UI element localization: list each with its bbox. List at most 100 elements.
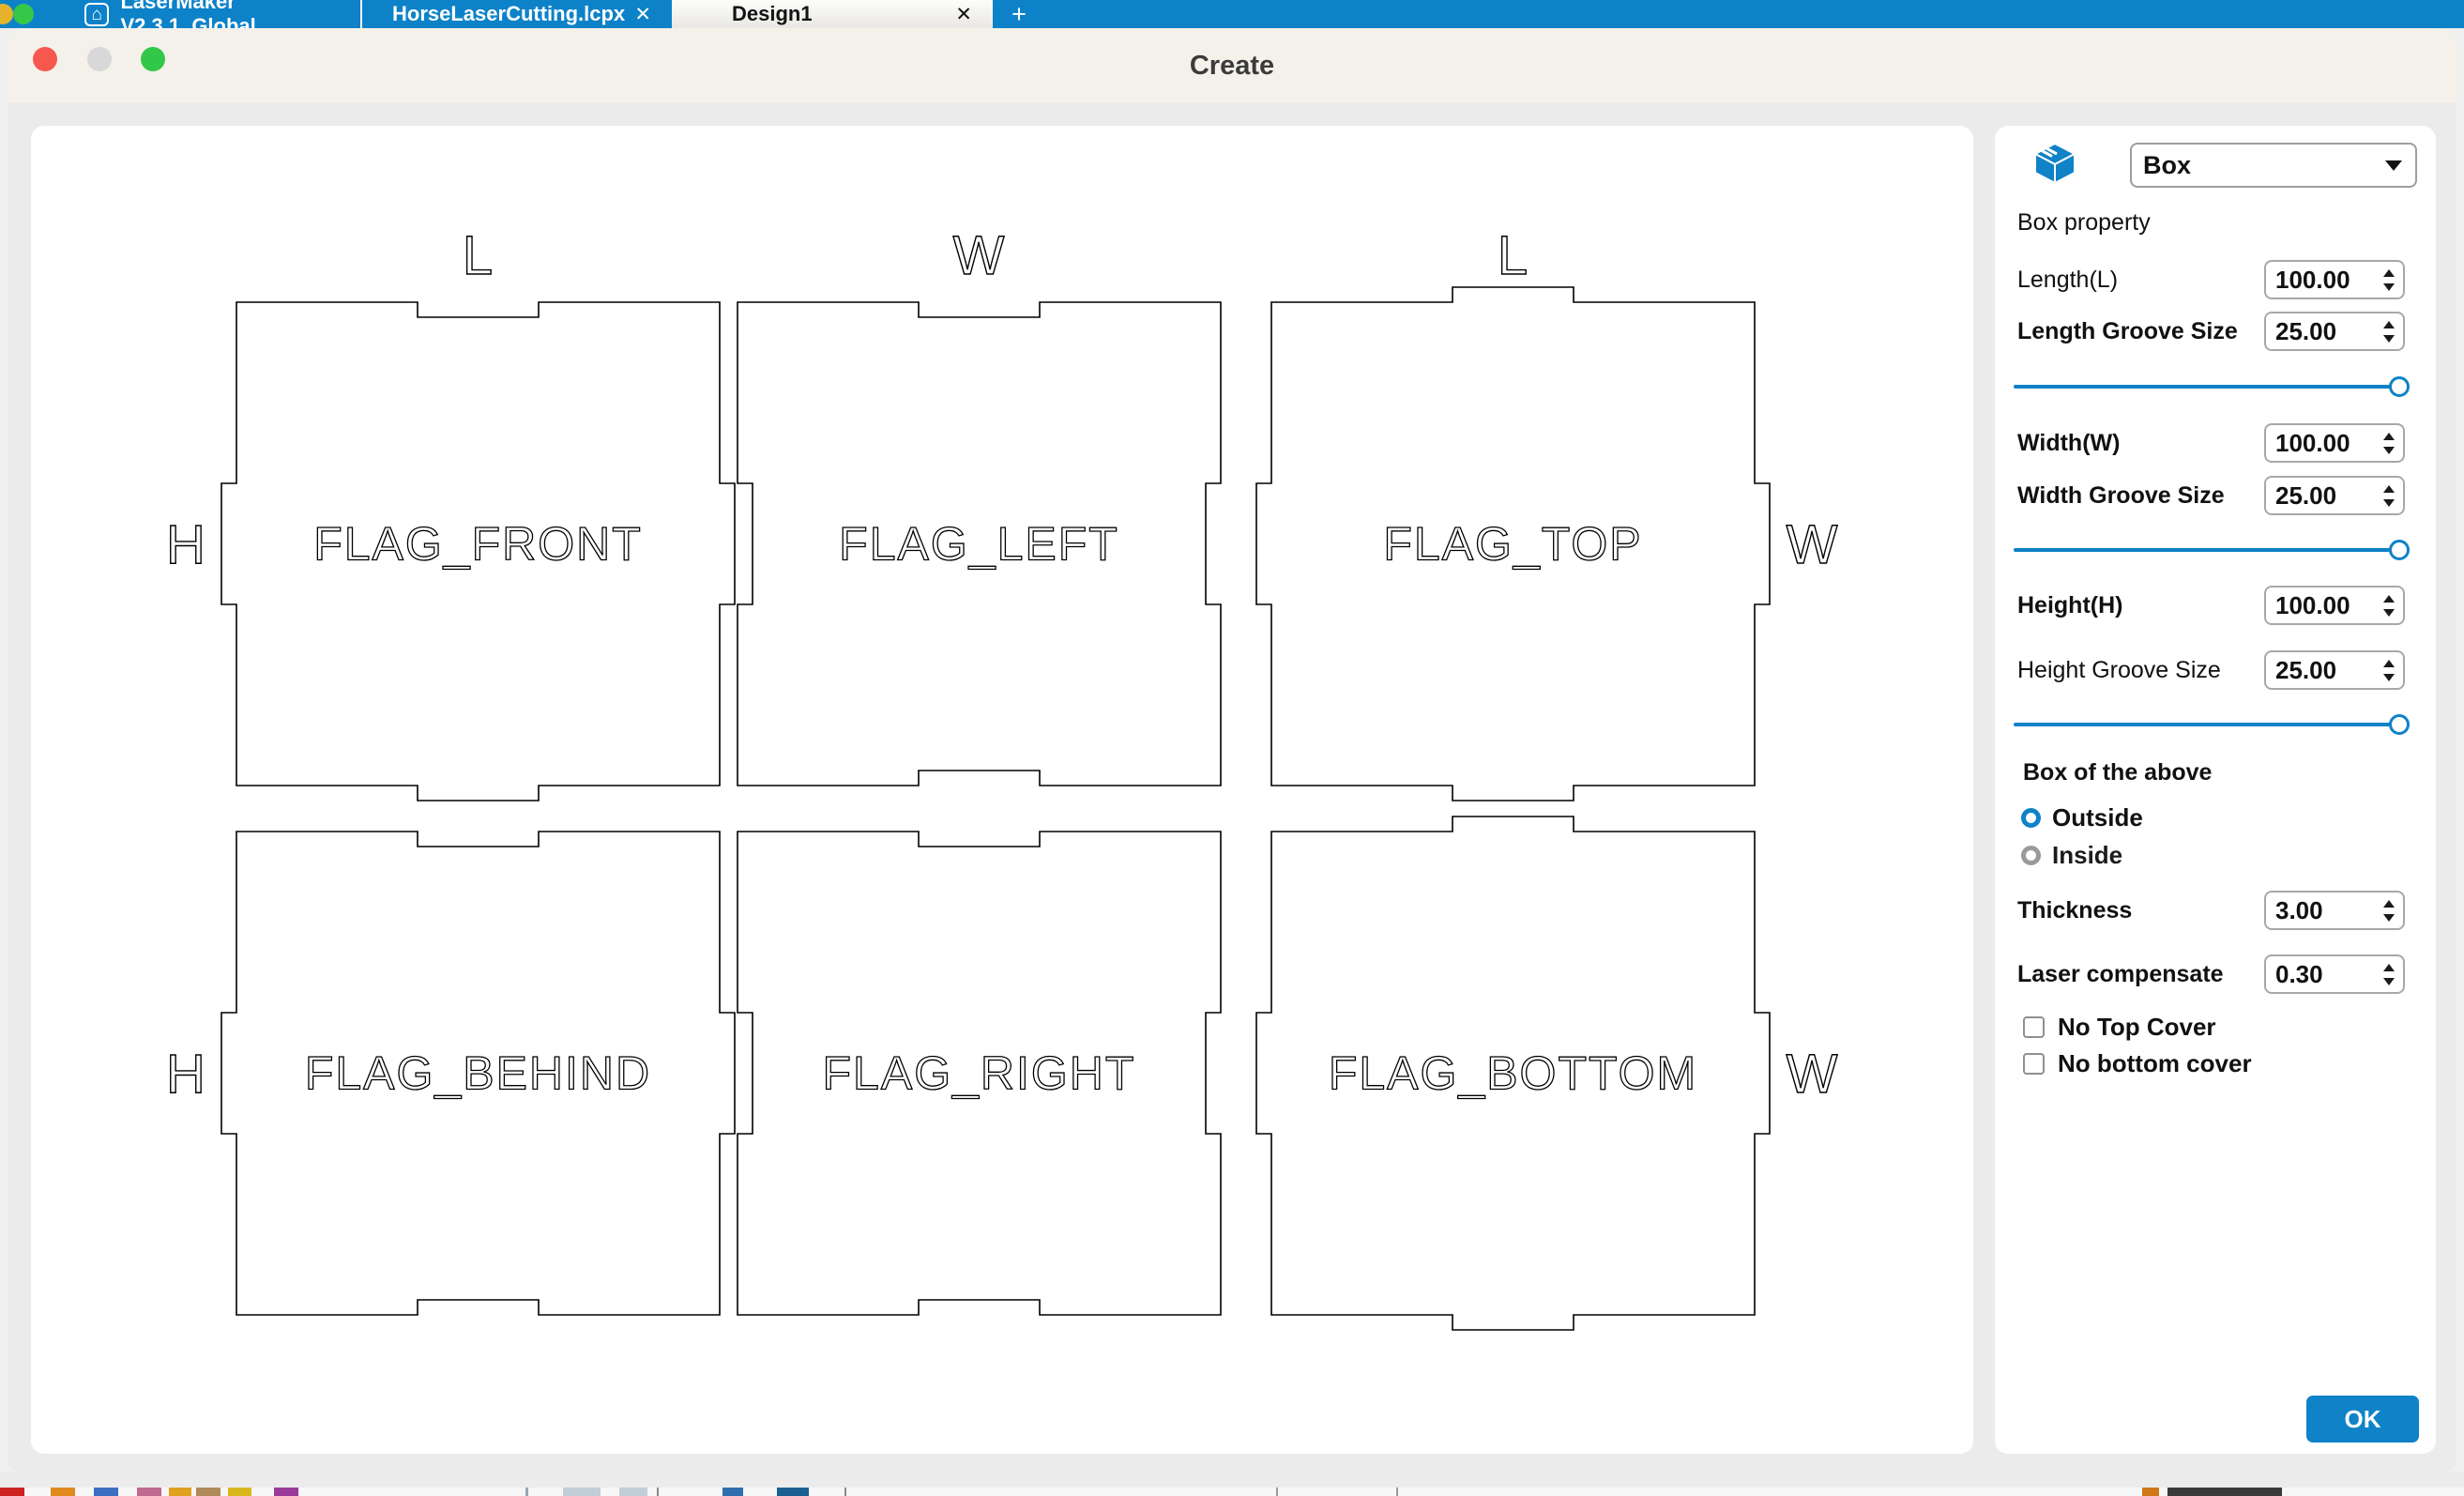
stepper-arrows-icon[interactable] [2383,659,2395,681]
toolbar-icon-sliver [0,1488,24,1496]
slider-handle[interactable] [2389,540,2410,560]
close-icon[interactable]: ✕ [634,3,651,25]
length-groove-label: Length Groove Size [2017,318,2238,344]
dimension-label-l: L [1498,225,1528,286]
stepper-arrows-icon[interactable] [2383,268,2395,291]
length-groove-input[interactable]: 25.00 [2264,312,2405,351]
piece-outline-flag_top[interactable] [1255,286,1771,801]
ok-button[interactable]: OK [2306,1396,2419,1443]
thickness-value: 3.00 [2275,895,2323,924]
close-traffic-button[interactable] [33,47,57,71]
toolbar-icon-sliver [228,1488,251,1496]
width-groove-input[interactable]: 25.00 [2264,476,2405,515]
close-icon[interactable]: ✕ [955,3,972,25]
toolbar-icon-sliver [274,1488,298,1496]
piece-label-flag_behind: FLAG_BEHIND [305,1047,651,1100]
stepper-arrows-icon[interactable] [2383,899,2395,922]
new-tab-button[interactable]: + [1011,0,1027,28]
no-top-cover-label: No Top Cover [2058,1012,2216,1041]
piece-label-flag_left: FLAG_LEFT [839,518,1119,571]
section-title: Box property [2017,209,2151,236]
background-minimize-light [0,4,13,24]
toolbar-icon-sliver [657,1488,659,1496]
length-groove-value: 25.00 [2275,316,2337,345]
home-icon: ⌂ [84,2,110,26]
checkbox-icon[interactable] [2023,1015,2045,1038]
width-input[interactable]: 100.00 [2264,423,2405,463]
radio-option-outside[interactable]: Outside [2021,803,2143,832]
chevron-down-icon [2385,160,2402,171]
toolbar-icon-sliver [94,1488,118,1496]
box-3d-icon [2032,142,2077,185]
dimension-label-h: H [166,514,205,575]
length-value: 100.00 [2275,265,2350,294]
dimension-label-w: W [1787,1044,1838,1105]
piece-outline-flag_bottom[interactable] [1255,816,1771,1331]
length-groove-slider[interactable] [2014,375,2410,398]
box-of-above-title: Box of the above [2023,759,2213,786]
height-input[interactable]: 100.00 [2264,586,2405,625]
toolbar-icon-sliver [619,1488,647,1496]
height-value: 100.00 [2275,590,2350,619]
laser-compensate-input[interactable]: 0.30 [2264,954,2405,994]
checkbox-icon[interactable] [2023,1052,2045,1075]
width-label: Width(W) [2017,430,2121,456]
outside-label: Outside [2052,802,2143,832]
toolbar-icon-sliver [2142,1488,2159,1496]
piece-outline-flag_front[interactable] [221,301,736,801]
toolbar-icon-sliver [844,1488,846,1496]
inside-label: Inside [2052,840,2123,869]
background-toolbar-slivers [0,1488,2464,1496]
no-bottom-cover-label: No bottom cover [2058,1048,2252,1077]
toolbar-icon-sliver [137,1488,161,1496]
radio-unselected-icon[interactable] [2021,845,2041,865]
dialog-titlebar: Create [8,28,2456,103]
dimension-label-w: W [953,225,1005,286]
piece-outline-flag_left[interactable] [737,301,1222,786]
toolbar-icon-sliver [563,1488,601,1496]
radio-option-inside[interactable]: Inside [2021,841,2122,869]
width-value: 100.00 [2275,428,2350,457]
toolbar-icon-sliver [1276,1488,1278,1496]
stepper-arrows-icon[interactable] [2383,484,2395,507]
radio-selected-icon[interactable] [2021,807,2041,828]
length-input[interactable]: 100.00 [2264,260,2405,299]
piece-label-flag_right: FLAG_RIGHT [823,1047,1136,1100]
height-label: Height(H) [2017,592,2123,618]
stepper-arrows-icon[interactable] [2383,320,2395,343]
tab-design1-active[interactable]: Design1 ✕ [672,0,993,28]
piece-outline-flag_right[interactable] [737,831,1222,1316]
toolbar-icon-sliver [722,1488,743,1496]
tab-app-home[interactable]: ⌂ LaserMaker V2.3.1_Global [49,0,362,38]
no-top-cover-option[interactable]: No Top Cover [2023,1013,2216,1041]
thickness-input[interactable]: 3.00 [2264,891,2405,930]
stepper-arrows-icon[interactable] [2383,963,2395,985]
shape-type-select[interactable]: Box [2130,143,2417,188]
slider-track[interactable] [2014,385,2406,389]
toolbar-icon-sliver [525,1488,528,1496]
stepper-arrows-icon[interactable] [2383,432,2395,454]
slider-handle[interactable] [2389,714,2410,735]
no-bottom-cover-option[interactable]: No bottom cover [2023,1049,2252,1077]
maximize-traffic-button[interactable] [141,47,165,71]
tab-design1-label: Design1 [732,2,813,25]
tab-file[interactable]: HorseLaserCutting.lcpx ✕ [364,0,672,28]
slider-track[interactable] [2014,723,2406,726]
slider-track[interactable] [2014,548,2406,552]
thickness-label: Thickness [2017,897,2133,924]
shape-type-value: Box [2143,150,2192,179]
minimize-traffic-button [87,47,112,71]
laser-compensate-label: Laser compensate [2017,961,2224,987]
piece-label-flag_top: FLAG_TOP [1383,518,1642,571]
piece-outline-flag_behind[interactable] [221,831,736,1316]
height-groove-input[interactable]: 25.00 [2264,650,2405,690]
window-tab-bar: ⌂ LaserMaker V2.3.1_Global HorseLaserCut… [0,0,2464,38]
width-groove-label: Width Groove Size [2017,482,2225,509]
dimension-label-l: L [463,225,493,286]
toolbar-icon-sliver [2167,1488,2282,1496]
slider-handle[interactable] [2389,376,2410,397]
stepper-arrows-icon[interactable] [2383,594,2395,617]
height-groove-slider[interactable] [2014,713,2410,736]
width-groove-slider[interactable] [2014,539,2410,561]
